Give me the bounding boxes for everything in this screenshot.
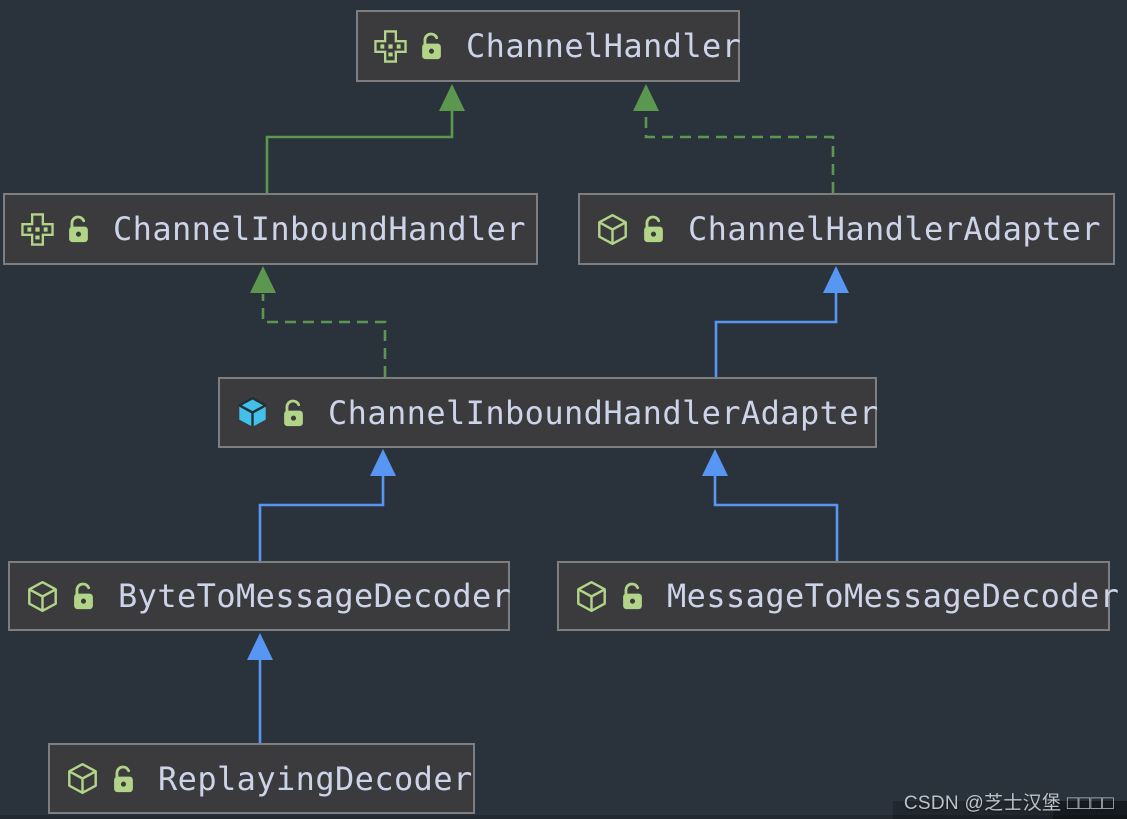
class-name: ChannelHandler: [466, 27, 742, 65]
class-name: ChannelInboundHandler: [113, 210, 526, 248]
edge-implements-channelhandleradapter-channelhandler: [633, 84, 835, 193]
unlocked-padlock-icon: [112, 765, 135, 794]
class-icon: [577, 580, 606, 612]
edge-extends-messagetomessagedecoder-channelinboundhandleradapter: [702, 449, 839, 561]
csdn-watermark: CSDN @芝士汉堡 □□□□: [903, 793, 1114, 814]
class-node-channel-inbound-handler[interactable]: ChannelInboundHandler: [3, 193, 538, 265]
interface-icon: [374, 29, 407, 63]
unlocked-padlock-icon: [282, 399, 305, 428]
class-node-message-to-message-decoder[interactable]: MessageToMessageDecoder: [557, 561, 1119, 631]
class-name: ChannelHandlerAdapter: [688, 210, 1101, 248]
class-name: ByteToMessageDecoder: [118, 577, 512, 615]
unlocked-padlock-icon: [67, 215, 90, 244]
class-node-byte-to-message-decoder[interactable]: ByteToMessageDecoder: [8, 561, 512, 631]
unlocked-padlock-icon: [642, 215, 665, 244]
class-node-channel-handler[interactable]: ChannelHandler: [356, 10, 742, 82]
unlocked-padlock-icon: [72, 582, 95, 611]
watermark-shade: [893, 801, 1127, 819]
edge-extends-channelinboundhandler-channelhandler: [265, 84, 465, 193]
class-name: ReplayingDecoder: [158, 759, 473, 798]
class-icon: [68, 762, 97, 795]
class-node-channel-handler-adapter[interactable]: ChannelHandlerAdapter: [578, 193, 1115, 265]
corner-shade: [1053, 801, 1127, 819]
edge-extends-bytetomessagedecoder-channelinboundhandleradapter: [258, 449, 396, 561]
class-icon-highlighted: [238, 396, 267, 429]
class-icon: [28, 580, 57, 612]
edge-extends-channelinboundhandleradapter-channelhandleradapter: [714, 266, 849, 377]
class-name: ChannelInboundHandlerAdapter: [328, 393, 879, 432]
edge-extends-replayingdecoder-bytetomessagedecoder: [247, 633, 273, 743]
bottom-shade: [0, 815, 1127, 819]
class-icon: [598, 213, 627, 245]
unlocked-padlock-icon: [621, 582, 644, 611]
class-node-channel-inbound-handler-adapter[interactable]: ChannelInboundHandlerAdapter: [218, 377, 879, 448]
class-name: MessageToMessageDecoder: [667, 577, 1120, 615]
edge-implements-channelinboundhandleradapter-channelinboundhandler: [250, 266, 387, 377]
class-node-replaying-decoder[interactable]: ReplayingDecoder: [48, 743, 475, 814]
unlocked-padlock-icon: [420, 32, 443, 61]
interface-icon: [21, 212, 54, 246]
